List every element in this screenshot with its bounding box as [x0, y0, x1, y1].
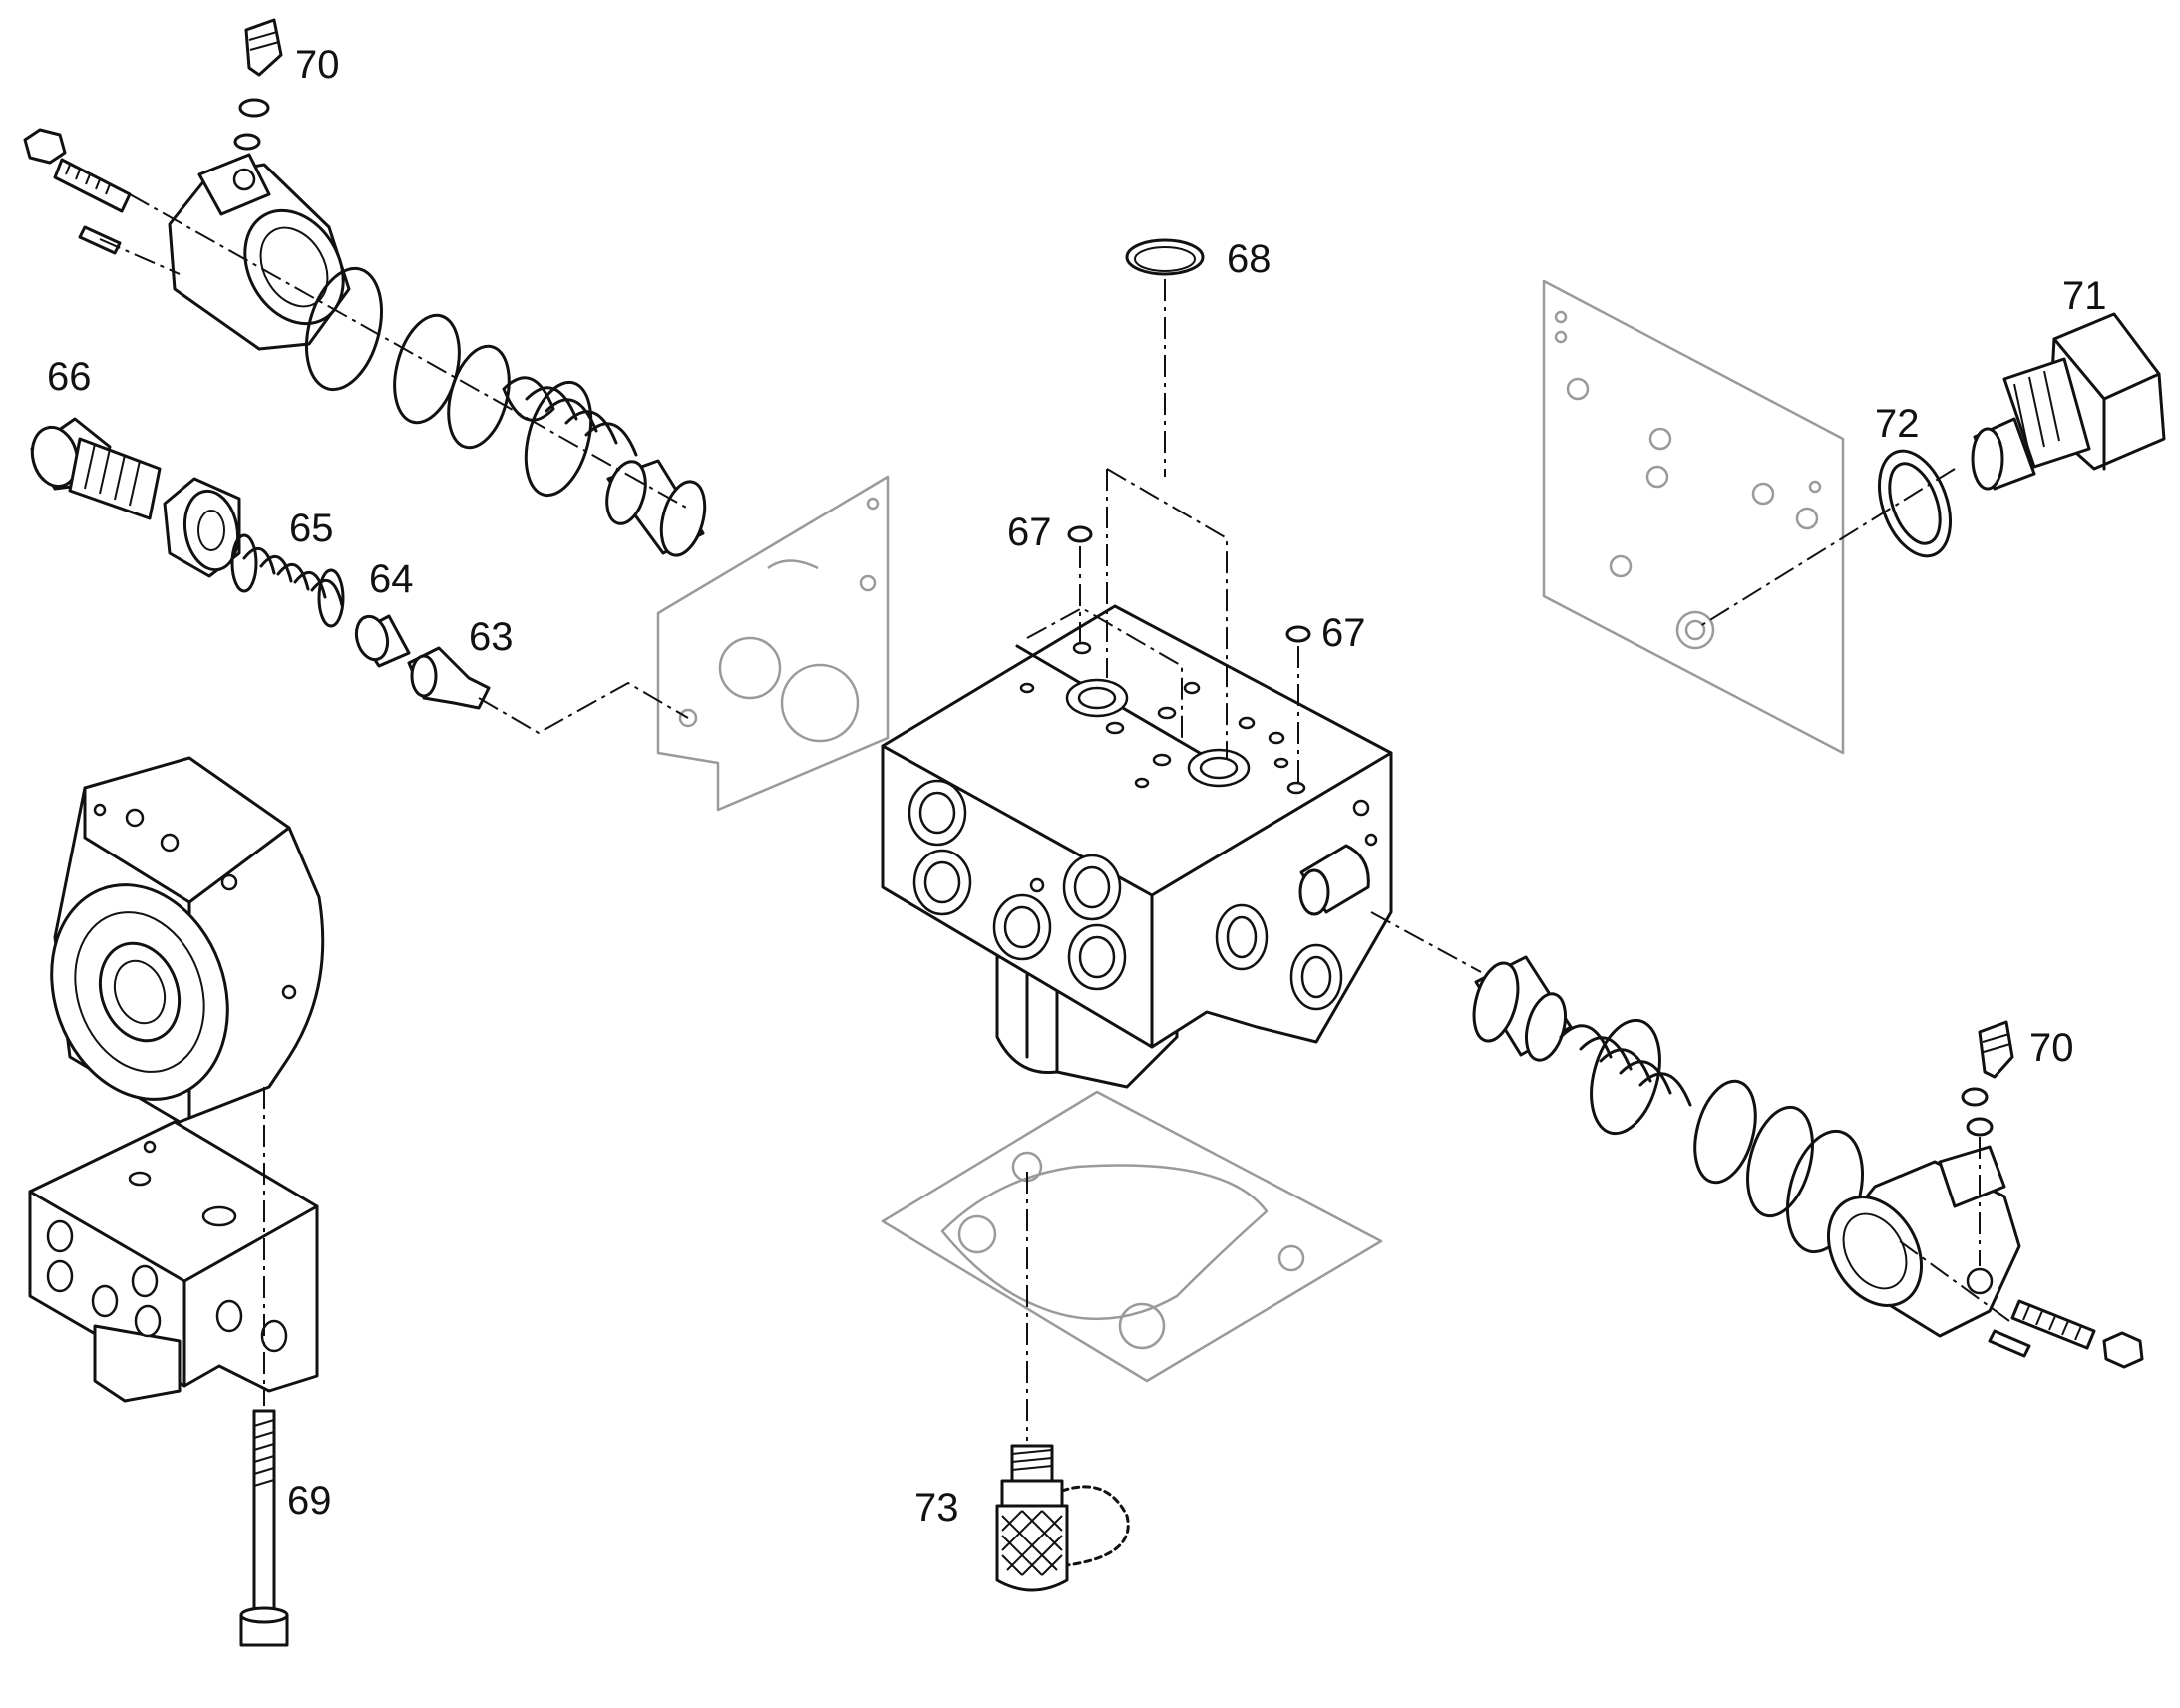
callout-67-left: 67: [1007, 511, 1052, 554]
upper-left-valve-cover: [23, 18, 351, 351]
gasket-plate-upper-center: [656, 475, 890, 812]
callout-68: 68: [1227, 237, 1272, 281]
callout-72: 72: [1875, 402, 1920, 446]
part-69-bolt: [239, 1409, 289, 1647]
part-66-adjuster-screw: [30, 417, 241, 578]
assembly-lines: [99, 193, 2010, 1441]
main-valve-block: [881, 604, 1393, 1089]
part-63-poppet: [407, 646, 491, 710]
lower-right-seal-rings: [1693, 1079, 1864, 1254]
callout-63: 63: [469, 615, 514, 659]
gasket-plate-upper-right: [1542, 279, 1845, 755]
part-71-fitting: [1971, 312, 2166, 491]
upper-left-spring: [502, 376, 638, 498]
lower-right-sleeve: [1472, 955, 1573, 1062]
callout-66: 66: [47, 355, 92, 399]
part-72-seal-ring: [1878, 449, 1952, 558]
part-67-oring-right: [1285, 625, 1311, 643]
lower-right-spring: [1559, 1018, 1692, 1136]
part-65-spring: [230, 533, 345, 628]
part-64-spring-seat: [354, 614, 411, 668]
lower-right-valve-cover: [1826, 1020, 2144, 1369]
callout-70-top: 70: [295, 43, 340, 87]
callout-69: 69: [287, 1479, 332, 1523]
gasket-plate-lower-center: [881, 1090, 1383, 1383]
callout-67-right: 67: [1321, 611, 1366, 655]
part-68-oring: [1125, 238, 1205, 276]
callout-64: 64: [369, 557, 414, 601]
part-73-test-coupling: [995, 1444, 1130, 1592]
part-67-oring-left: [1067, 525, 1093, 543]
callout-73: 73: [914, 1486, 959, 1530]
callout-65: 65: [289, 507, 334, 550]
left-housing-assembly: [28, 756, 325, 1403]
callout-70-right: 70: [2029, 1026, 2074, 1070]
upper-left-sleeve: [605, 459, 707, 557]
upper-left-seal-rings: [305, 266, 511, 450]
callout-71: 71: [2062, 274, 2107, 318]
